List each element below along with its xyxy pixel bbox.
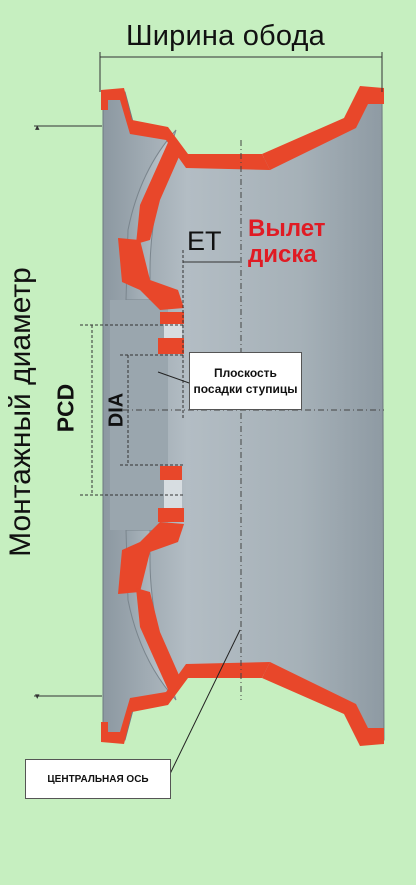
et-label: ET [187, 226, 222, 256]
hub-plane-callout: Плоскость посадки ступицы [189, 352, 302, 410]
svg-text:▾: ▾ [35, 691, 40, 701]
hub-section-2 [158, 338, 184, 354]
hub-section-1 [160, 312, 184, 324]
rim-section-bottom-left [101, 662, 270, 744]
hub-plane-text: Плоскость посадки ступицы [193, 366, 298, 396]
disk-section-upper [136, 138, 182, 244]
disk-section-lower [136, 588, 182, 694]
center-axis-leader [167, 629, 241, 779]
bolt-hole-top [164, 324, 182, 338]
rim-width-label: Ширина обода [126, 20, 325, 52]
hub-plane-leader [157, 371, 193, 385]
bolt-hole-bottom [164, 480, 182, 508]
dia-label: DIA [105, 392, 128, 428]
disk-section-upper-2 [118, 238, 184, 310]
pcd-label: PCD [52, 383, 79, 433]
rim-section-top-left [101, 88, 270, 170]
center-axis-callout: ЦЕНТРАЛЬНАЯ ОСЬ [25, 759, 171, 799]
rim-section-bottom-right [262, 662, 384, 746]
hub-section-3 [160, 466, 182, 480]
rim-section-top-right [262, 86, 384, 170]
offset-label: Вылет диска [248, 215, 326, 268]
center-axis-text: ЦЕНТРАЛЬНАЯ ОСЬ [47, 773, 149, 785]
mounting-diameter-label: Монтажный диаметр [4, 267, 37, 557]
disk-section-lower-2 [118, 522, 184, 594]
svg-text:▴: ▴ [35, 122, 40, 132]
hub-section-4 [158, 508, 184, 522]
